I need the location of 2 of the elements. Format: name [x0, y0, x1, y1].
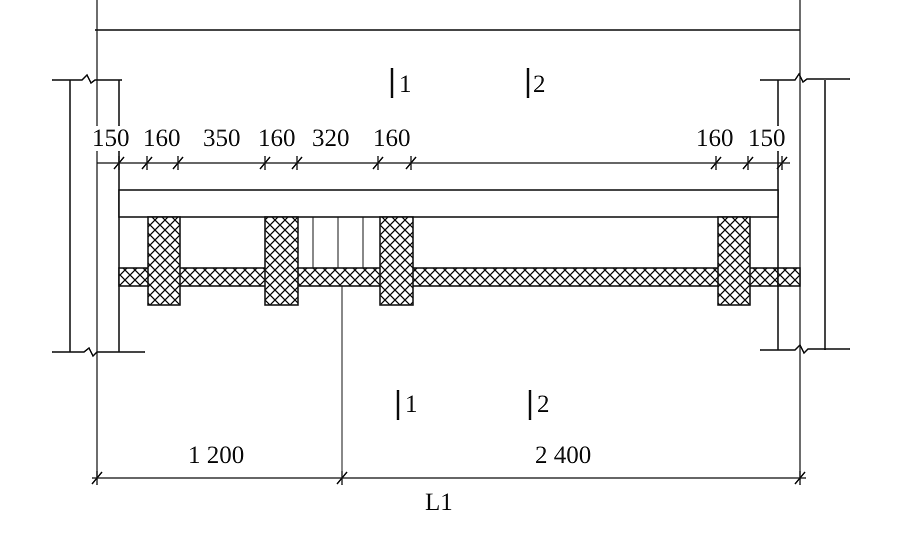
dimension-label: 150: [748, 126, 786, 151]
dimension-label: 150: [92, 126, 130, 151]
